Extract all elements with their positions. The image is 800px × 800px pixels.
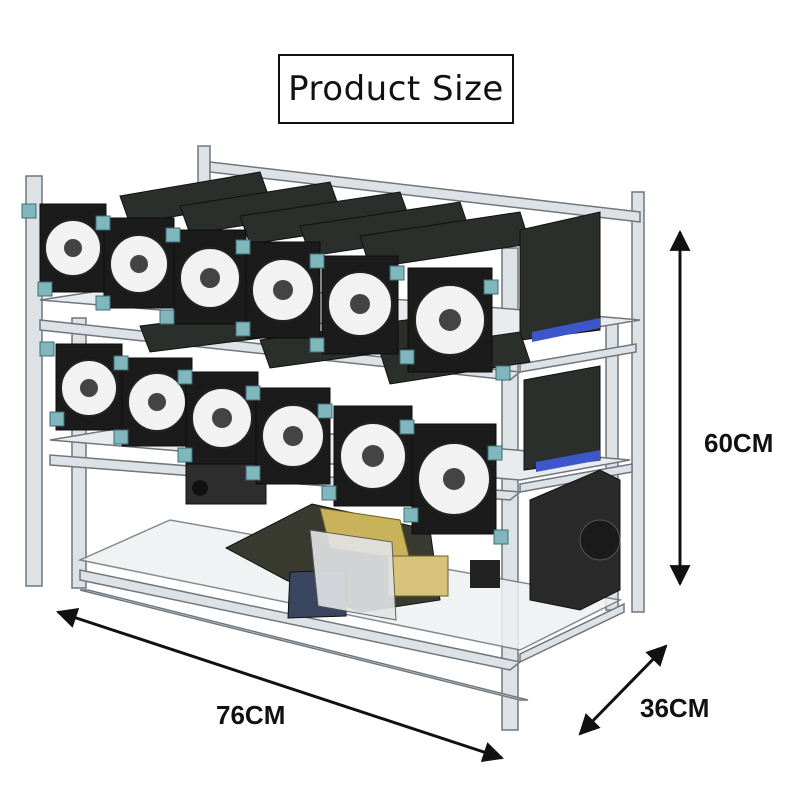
fan-10 bbox=[255, 387, 331, 485]
fan-11 bbox=[333, 405, 413, 507]
product-size-title: Product Size bbox=[278, 54, 514, 124]
fan-12 bbox=[411, 423, 497, 535]
fan-2 bbox=[103, 217, 175, 309]
fan-row-bottom bbox=[39, 341, 509, 545]
motherboard bbox=[224, 503, 449, 621]
title-text: Product Size bbox=[288, 69, 504, 109]
fan-row-top bbox=[21, 203, 511, 381]
fan-8 bbox=[121, 357, 193, 447]
fan-5 bbox=[321, 255, 399, 355]
depth-arrow bbox=[578, 644, 668, 736]
fan-7 bbox=[55, 343, 123, 431]
fan-clips-top bbox=[21, 203, 511, 381]
fan-1 bbox=[39, 203, 107, 293]
fan-clips-bottom bbox=[39, 341, 509, 545]
fan-4 bbox=[245, 241, 321, 339]
depth-label: 36CM bbox=[640, 693, 710, 723]
height-label: 60CM bbox=[704, 428, 774, 458]
width-arrow bbox=[56, 607, 504, 763]
fan-3 bbox=[173, 229, 247, 325]
width-label: 76CM bbox=[216, 700, 286, 730]
gpu-brackets-top bbox=[532, 318, 600, 342]
gpu-brackets-bottom bbox=[536, 450, 600, 472]
gpu-row-top bbox=[119, 171, 601, 341]
fan-6 bbox=[407, 267, 493, 373]
